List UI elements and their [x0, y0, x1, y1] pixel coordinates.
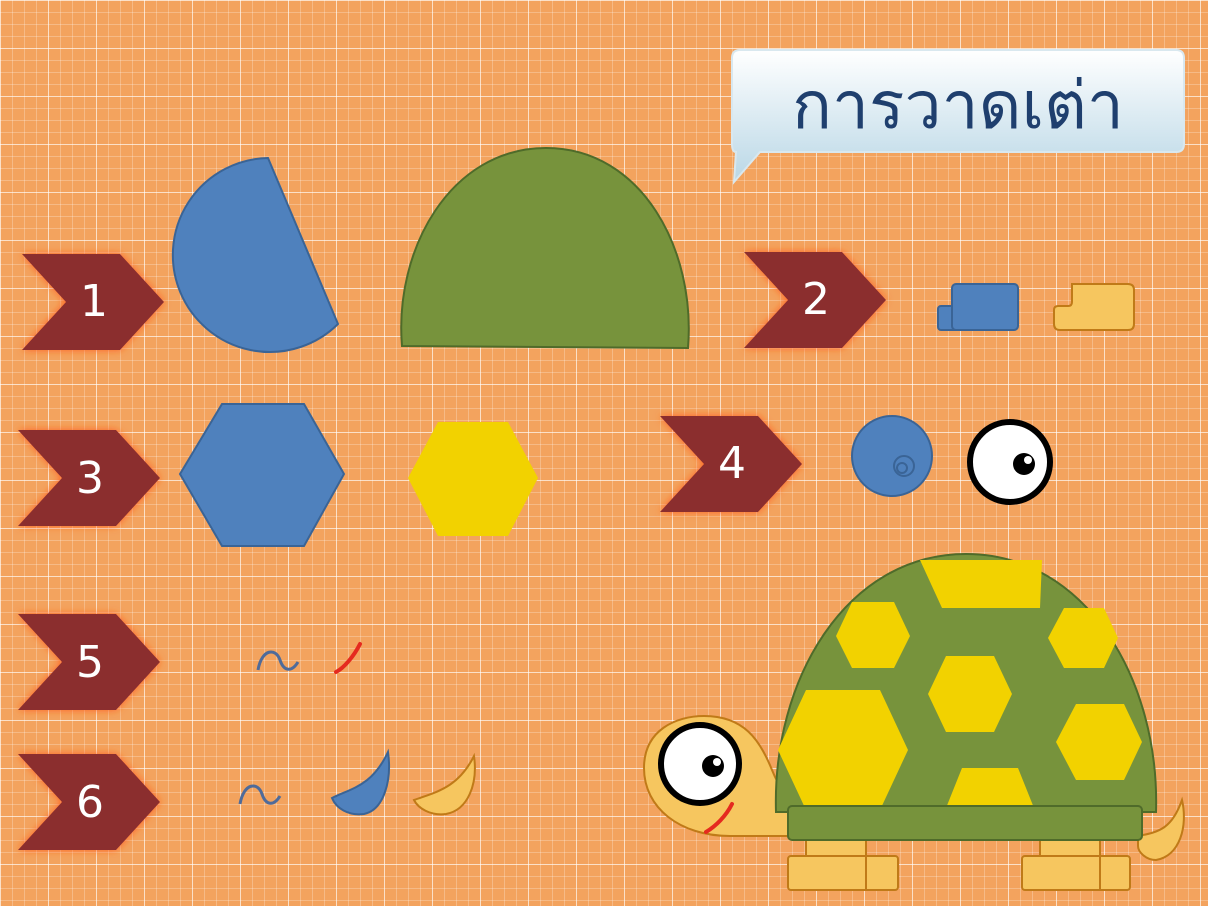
step-marker-3: 3 [18, 430, 160, 526]
page-title: การวาดเต่า [792, 67, 1124, 144]
step-number-2: 2 [802, 274, 830, 325]
green-shell-semicircle [401, 148, 689, 348]
turtle-illustration [644, 554, 1184, 890]
step-number-6: 6 [76, 777, 104, 828]
eye-icon [970, 422, 1050, 502]
step-marker-1: 1 [22, 254, 164, 350]
blue-chord-shape [173, 158, 338, 352]
blue-foot-shape [938, 284, 1018, 330]
step-marker-2: 2 [744, 252, 886, 348]
yellow-hexagon [408, 422, 538, 536]
step-number-1: 1 [80, 276, 108, 327]
turtle-leg-back [1022, 838, 1130, 890]
yellow-tail-shape [414, 756, 475, 814]
blue-hexagon [180, 404, 344, 546]
turtle-leg-front [788, 838, 898, 890]
yellow-foot-shape [1054, 284, 1134, 330]
blue-tail-shape [332, 752, 389, 814]
turtle-shell-rim [788, 806, 1142, 840]
blue-squiggle-line-2 [240, 786, 280, 804]
red-smile-line [336, 644, 360, 672]
step-number-4: 4 [718, 438, 746, 489]
step-marker-4: 4 [660, 416, 802, 512]
step-marker-5: 5 [18, 614, 160, 710]
title-callout: การวาดเต่า [732, 50, 1184, 182]
turtle-eye-icon [661, 725, 739, 803]
step-number-3: 3 [76, 453, 104, 504]
blue-head-circle [852, 416, 932, 496]
blue-squiggle-line [258, 652, 298, 670]
step-marker-6: 6 [18, 754, 160, 850]
step-number-5: 5 [76, 637, 104, 688]
